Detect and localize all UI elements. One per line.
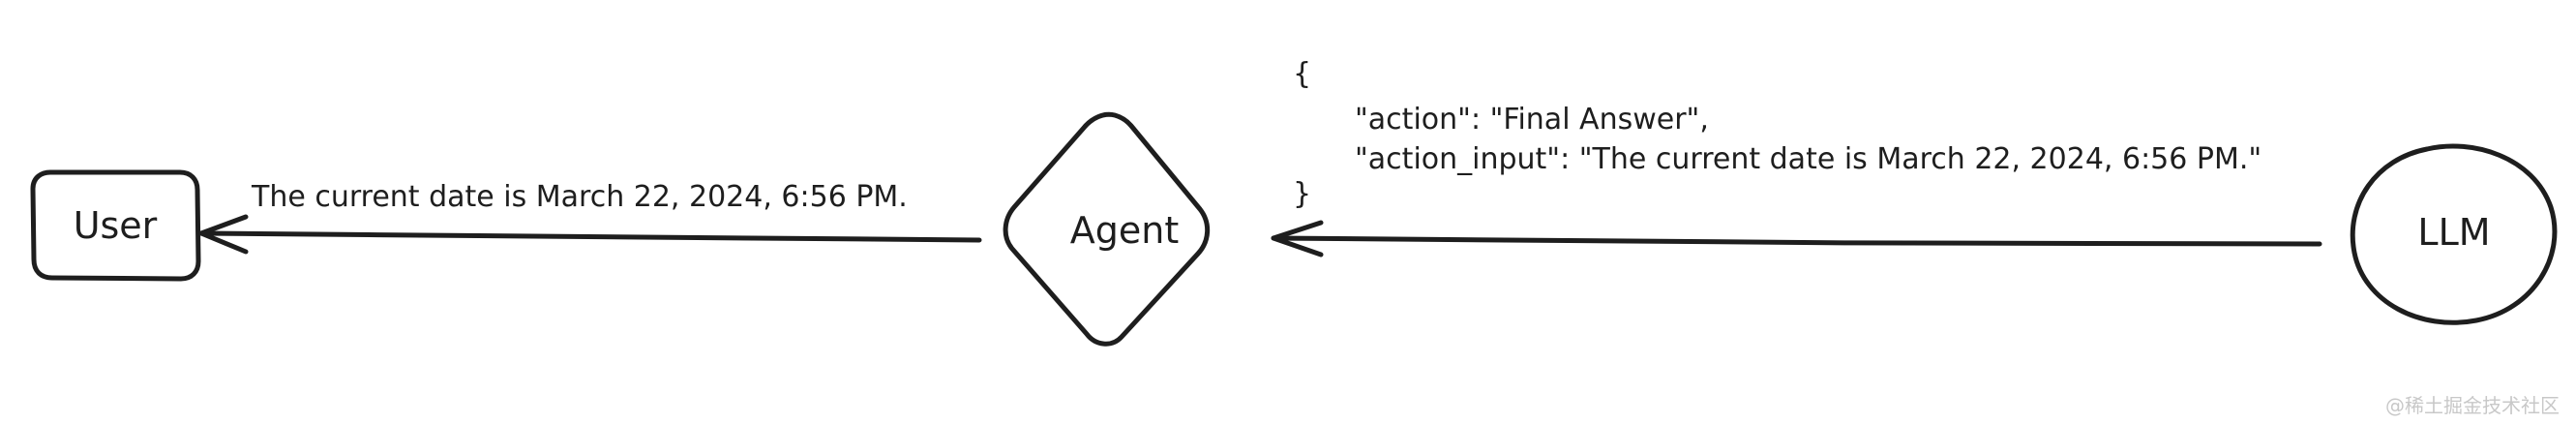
user-node-shape <box>30 169 201 282</box>
user-node-label: User <box>74 204 158 247</box>
agent-node: Agent <box>1003 111 1211 347</box>
user-node: User <box>30 169 201 282</box>
agent-node-shape <box>1003 111 1211 347</box>
edge-agent-to-user-arrowhead <box>198 214 249 255</box>
code-action-input-line: "action_input": "The current date is Mar… <box>1355 142 2261 176</box>
agent-node-label: Agent <box>1070 209 1179 252</box>
edge-agent-to-user-line <box>198 230 982 243</box>
llm-node-shape <box>2350 143 2558 325</box>
edge-agent-to-user: The current date is March 22, 2024, 6:56… <box>198 180 982 255</box>
code-brace-close: } <box>1293 177 1311 211</box>
code-action-line: "action": "Final Answer", <box>1355 103 1709 136</box>
code-brace-open: { <box>1293 57 1311 91</box>
edge-llm-to-agent-arrowhead <box>1271 220 1324 257</box>
edge-llm-to-agent: { "action": "Final Answer", "action_inpu… <box>1271 57 2322 257</box>
edge-agent-to-user-label: The current date is March 22, 2024, 6:56… <box>251 180 908 214</box>
watermark-text: @稀土掘金技术社区 <box>2385 394 2560 417</box>
edge-llm-to-agent-line <box>1271 235 2322 247</box>
llm-node-label: LLM <box>2417 211 2490 254</box>
llm-node: LLM <box>2350 143 2558 325</box>
